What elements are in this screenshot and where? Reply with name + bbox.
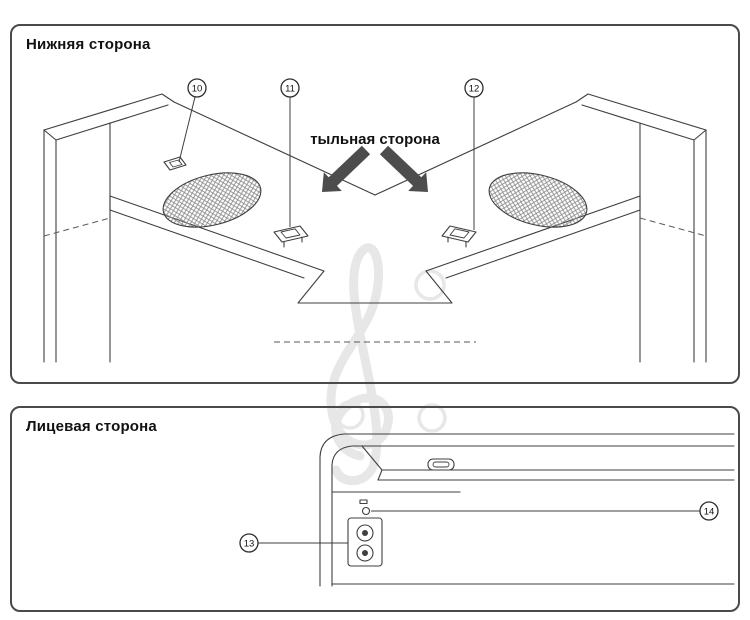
callout-11-number: 11 bbox=[285, 83, 295, 94]
cabinet-front-corner bbox=[319, 433, 735, 587]
arrow-down-left-icon bbox=[322, 145, 371, 192]
power-lamp bbox=[361, 506, 371, 516]
pedal-connector-left bbox=[273, 225, 309, 248]
callout-13-number: 13 bbox=[244, 538, 255, 549]
phones-jack-panel bbox=[347, 506, 383, 567]
key-cover-knob bbox=[427, 458, 455, 471]
callout-14-number: 14 bbox=[704, 506, 715, 517]
phones-jack-bottom bbox=[356, 544, 374, 562]
pedal-cable-recess bbox=[274, 270, 476, 343]
callout-12-number: 12 bbox=[469, 83, 480, 94]
rear-direction-arrows bbox=[322, 145, 428, 192]
piano-front-corner-drawing: 13 14 bbox=[239, 433, 735, 587]
panel-front-side: Лицевая сторона bbox=[10, 406, 740, 612]
arrow-down-right-icon bbox=[379, 145, 428, 192]
panel-bottom-side-title: Нижняя сторона bbox=[26, 36, 151, 53]
callout-13: 13 bbox=[239, 533, 348, 553]
piano-underside-drawing: тыльная сторона 10 11 12 bbox=[43, 78, 707, 363]
rear-side-label: тыльная сторона bbox=[310, 131, 440, 148]
callout-12: 12 bbox=[464, 78, 484, 230]
callout-11: 11 bbox=[280, 78, 300, 227]
callout-10-number: 10 bbox=[192, 83, 203, 94]
phones-jack-top bbox=[356, 524, 374, 542]
panel-front-side-title: Лицевая сторона bbox=[26, 418, 157, 435]
treble-clef-watermark bbox=[262, 188, 502, 488]
bottom-fastener bbox=[163, 156, 187, 171]
speaker-grille-left bbox=[162, 172, 262, 228]
pedal-connector-right bbox=[441, 225, 477, 248]
callout-14: 14 bbox=[371, 501, 719, 521]
panel-bottom-side: Нижняя сторона bbox=[10, 24, 740, 384]
callout-10: 10 bbox=[178, 78, 207, 163]
speaker-grille-right bbox=[488, 172, 588, 228]
